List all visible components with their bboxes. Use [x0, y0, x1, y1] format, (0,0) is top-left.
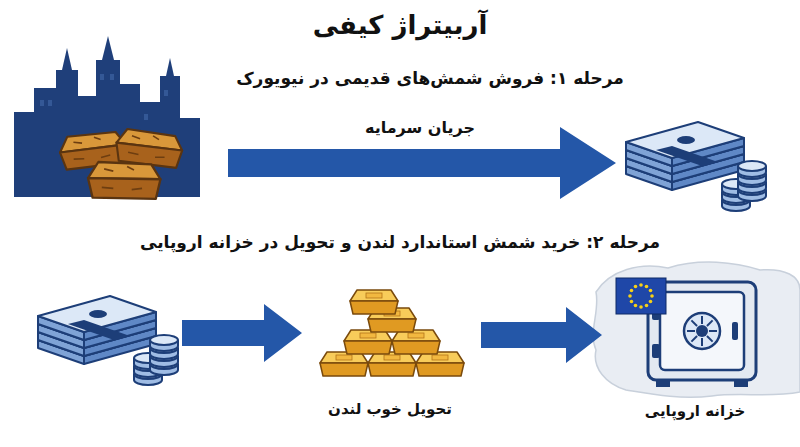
vault-node: خزانه اروپایی [606, 262, 784, 422]
london-gold-bars [320, 290, 464, 376]
flow-arrow [182, 304, 302, 362]
flow-arrow [481, 307, 602, 363]
node-label: خزانه اروپایی [641, 400, 749, 422]
money-stack [626, 122, 766, 211]
gold-delivery-node: تحویل خوب لندن [305, 280, 475, 420]
money-stack [38, 296, 178, 385]
node-label: تحویل خوب لندن [324, 398, 456, 420]
europe-map [593, 262, 800, 397]
flow-label: جریان سرمایه [365, 118, 475, 137]
step-heading: مرحله ۱: فروش شمش‌های قدیمی در نیویورک [236, 68, 624, 88]
eu-flag [616, 278, 666, 314]
step-heading: مرحله ۲: خرید شمش استاندارد لندن و تحویل… [140, 232, 660, 252]
diagram-title: آربیتراژ کیفی [313, 10, 488, 40]
capital-flow-arrow [228, 127, 616, 199]
old-gold-bars [58, 128, 184, 199]
